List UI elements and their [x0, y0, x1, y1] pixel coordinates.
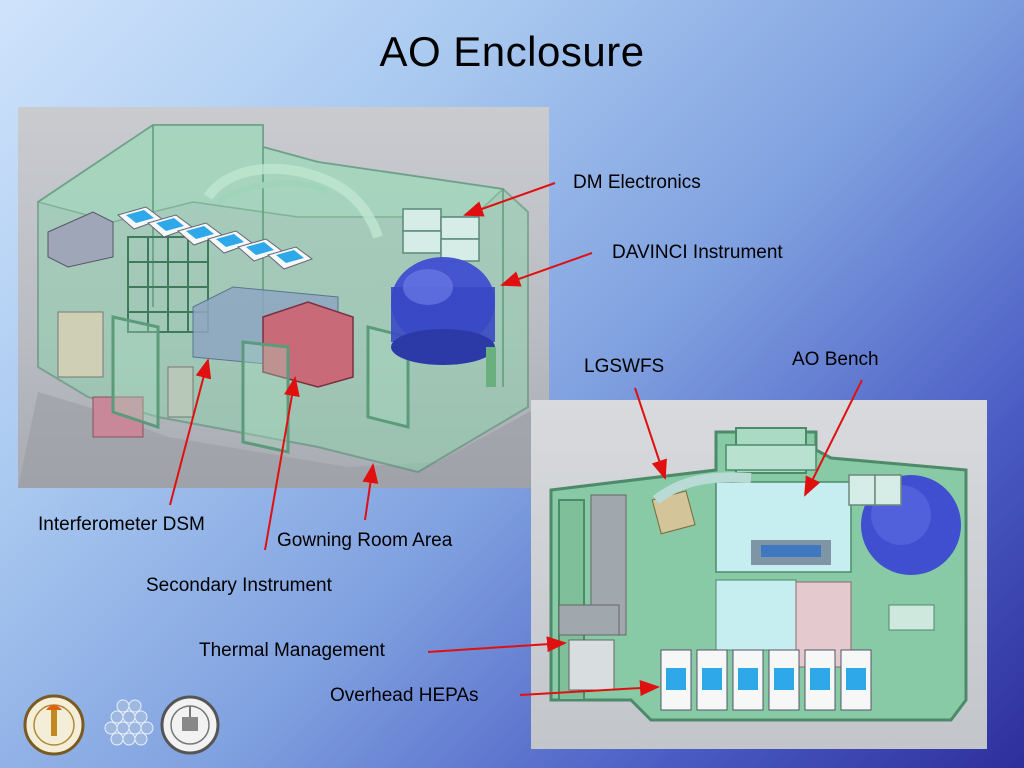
slide-title: AO Enclosure — [379, 28, 645, 75]
plan-hepa-panel — [696, 649, 728, 711]
plan-hepa-panel — [732, 649, 764, 711]
iso-hepa-panel — [116, 206, 164, 230]
iso-hepa-panel — [266, 246, 314, 270]
label-overhead-hepas: Overhead HEPAs — [330, 685, 479, 706]
iso-hepa-panel — [146, 214, 194, 238]
hexagon-mirror-icon — [104, 699, 154, 746]
label-lgswfs: LGSWFS — [584, 356, 665, 377]
enclosure-isometric-drawing — [18, 124, 549, 488]
caltech-seal-icon — [23, 694, 85, 756]
enclosure-plan-image — [531, 400, 987, 749]
label-davinci-instrument: DAVINCI Instrument — [612, 242, 783, 263]
label-ao-bench: AO Bench — [792, 349, 879, 370]
plan-hepa-panel — [768, 649, 800, 711]
plan-hepa-panel — [804, 649, 836, 711]
label-gowning-room-area: Gowning Room Area — [277, 530, 453, 551]
iso-hepa-panels — [116, 206, 314, 270]
enclosure-isometric-image — [18, 107, 549, 488]
enclosure-plan-drawing — [549, 427, 968, 722]
iso-hepa-panel — [176, 222, 224, 246]
plan-hepa-panel — [660, 649, 692, 711]
label-secondary-instrument: Secondary Instrument — [146, 575, 332, 596]
label-dm-electronics: DM Electronics — [573, 172, 701, 193]
iso-hepa-panel — [206, 230, 254, 254]
plan-hepa-panels — [660, 649, 872, 711]
institution-logos — [23, 694, 220, 756]
plan-hepa-panel — [840, 649, 872, 711]
label-thermal-management: Thermal Management — [199, 640, 385, 661]
label-interferometer-dsm: Interferometer DSM — [38, 514, 205, 535]
uc-seal-icon — [160, 695, 220, 755]
